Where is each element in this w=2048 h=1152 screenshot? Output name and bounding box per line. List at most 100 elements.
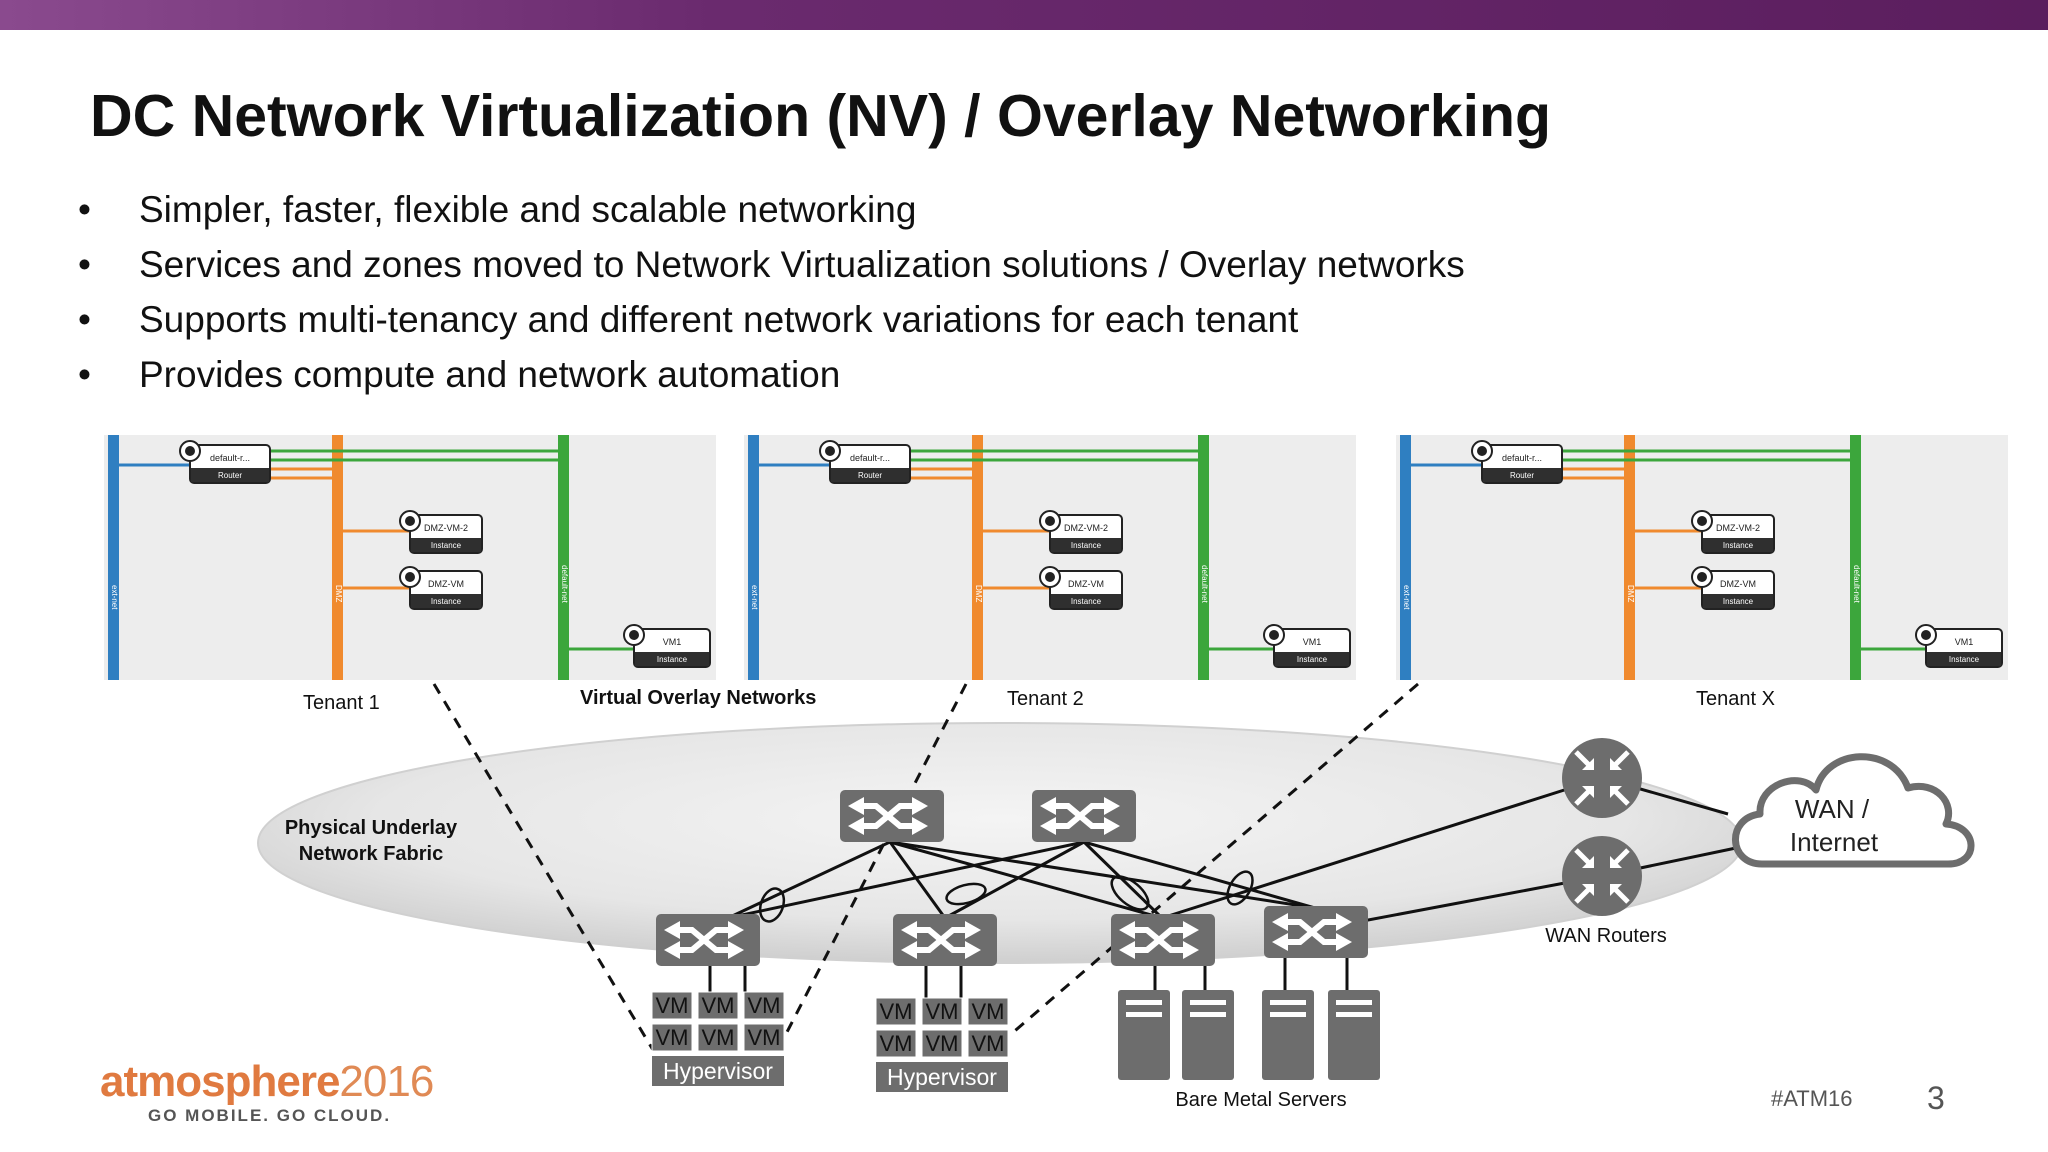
svg-text:default-r...: default-r...	[1502, 453, 1542, 463]
logo-brand: atmosphere	[100, 1057, 340, 1106]
svg-text:VM1: VM1	[663, 637, 682, 647]
vm-box	[875, 1029, 917, 1058]
server-icon	[1118, 990, 1170, 1080]
spine-switch	[840, 790, 944, 842]
svg-text:Router: Router	[858, 471, 882, 480]
svg-text:Instance: Instance	[1723, 541, 1754, 550]
svg-text:ext-net: ext-net	[750, 585, 759, 610]
vm-box	[921, 997, 963, 1026]
router-node: default-r... Router	[1471, 440, 1563, 484]
svg-text:Instance: Instance	[657, 655, 688, 664]
wan-router	[1562, 836, 1642, 916]
tenant-x-topology-panel: ext-net DMZ default-net default-r... RouterD…	[1396, 435, 2008, 680]
vm-box	[651, 991, 693, 1020]
vm-box	[967, 1029, 1009, 1058]
link-aggregation-marks	[758, 870, 1254, 923]
vm-label: VM	[926, 999, 959, 1024]
vm-box	[743, 1023, 785, 1052]
logo-tagline: GO MOBILE. GO CLOUD.	[148, 1106, 392, 1125]
overlay-tunnels	[432, 682, 1419, 1051]
vm-label: VM	[880, 1031, 913, 1056]
vm-box	[921, 1029, 963, 1058]
spine-switch	[1032, 790, 1136, 842]
vm-label: VM	[880, 999, 913, 1024]
external-network-bar	[108, 435, 119, 680]
svg-text:Instance: Instance	[1949, 655, 1980, 664]
svg-text:DMZ: DMZ	[1626, 585, 1635, 602]
vm-box	[743, 991, 785, 1020]
vm-box	[651, 1023, 693, 1052]
svg-text:DMZ-VM-2: DMZ-VM-2	[1716, 523, 1760, 533]
svg-text:DMZ-VM-2: DMZ-VM-2	[1064, 523, 1108, 533]
svg-text:Instance: Instance	[1071, 597, 1102, 606]
router-node: default-r... Router	[819, 440, 911, 484]
tenant-2-label: Tenant 2	[1007, 688, 1084, 710]
server-icon	[1182, 990, 1234, 1080]
svg-text:DMZ: DMZ	[974, 585, 983, 602]
leaf-switch	[1111, 914, 1215, 966]
svg-text:DMZ-VM: DMZ-VM	[1720, 579, 1756, 589]
svg-text:default-net: default-net	[560, 565, 569, 604]
vm-box	[697, 1023, 739, 1052]
router-node: default-r...Router	[179, 440, 271, 484]
svg-text:DMZ-VM-2: DMZ-VM-2	[424, 523, 468, 533]
svg-text:default-net: default-net	[1852, 565, 1861, 604]
wan-router	[1562, 738, 1642, 818]
top-accent-bar	[0, 0, 2048, 30]
wan-routers-label: WAN Routers	[1545, 925, 1667, 947]
hypervisor-label: Hypervisor	[887, 1064, 997, 1090]
hypervisor-box	[652, 1056, 784, 1086]
hypervisor-label: Hypervisor	[663, 1058, 773, 1084]
server-icon	[1328, 990, 1380, 1080]
svg-text:DMZ: DMZ	[334, 585, 343, 602]
hypervisor-box	[876, 1062, 1008, 1092]
dmz-network-bar	[972, 435, 983, 680]
atmosphere-logo: atmosphere2016 GO MOBILE. GO CLOUD.	[100, 1057, 434, 1126]
server-icon	[1262, 990, 1314, 1080]
svg-text:default-net: default-net	[1200, 565, 1209, 604]
bullet-item: Supports multi-tenancy and different net…	[78, 296, 1465, 351]
svg-text:default-r...: default-r...	[850, 453, 890, 463]
vm-label: VM	[702, 993, 735, 1018]
bare-metal-servers	[1118, 990, 1380, 1080]
svg-text:Instance: Instance	[431, 597, 462, 606]
bullet-list: Simpler, faster, flexible and scalable n…	[78, 186, 1465, 406]
svg-text:ext-net: ext-net	[110, 585, 119, 610]
default-network-bar	[1198, 435, 1209, 680]
vm-label: VM	[748, 1025, 781, 1050]
tenant-1-label: Tenant 1	[303, 692, 380, 714]
vm-label: VM	[656, 1025, 689, 1050]
external-network-bar	[1400, 435, 1411, 680]
bullet-item: Simpler, faster, flexible and scalable n…	[78, 186, 1465, 241]
bullet-item: Provides compute and network automation	[78, 351, 1465, 406]
slide-number: 3	[1927, 1080, 1945, 1116]
logo-year: 2016	[339, 1057, 434, 1106]
svg-text:VM1: VM1	[1303, 637, 1322, 647]
vm-box	[697, 991, 739, 1020]
svg-text:ext-net: ext-net	[1402, 585, 1411, 610]
bullet-item: Services and zones moved to Network Virt…	[78, 241, 1465, 296]
underlay-label: Network Fabric	[299, 843, 443, 865]
svg-text:default-r...: default-r...	[210, 453, 250, 463]
dmz-network-bar	[332, 435, 343, 680]
svg-text:VM1: VM1	[1955, 637, 1974, 647]
vm-box	[875, 997, 917, 1026]
vm-label: VM	[656, 993, 689, 1018]
tenant-2-topology-panel: ext-net DMZ default-net default-r... RouterD…	[744, 435, 1356, 680]
svg-text:Instance: Instance	[1723, 597, 1754, 606]
dmz-network-bar	[1624, 435, 1635, 680]
slide-title: DC Network Virtualization (NV) / Overlay…	[90, 83, 1552, 149]
tenant-x-label: Tenant X	[1696, 688, 1775, 710]
svg-text:DMZ-VM: DMZ-VM	[1068, 579, 1104, 589]
svg-text:Router: Router	[1510, 471, 1534, 480]
bare-metal-label: Bare Metal Servers	[1175, 1089, 1346, 1111]
default-network-bar	[558, 435, 569, 680]
vm-box	[967, 997, 1009, 1026]
leaf-switch	[656, 914, 760, 966]
